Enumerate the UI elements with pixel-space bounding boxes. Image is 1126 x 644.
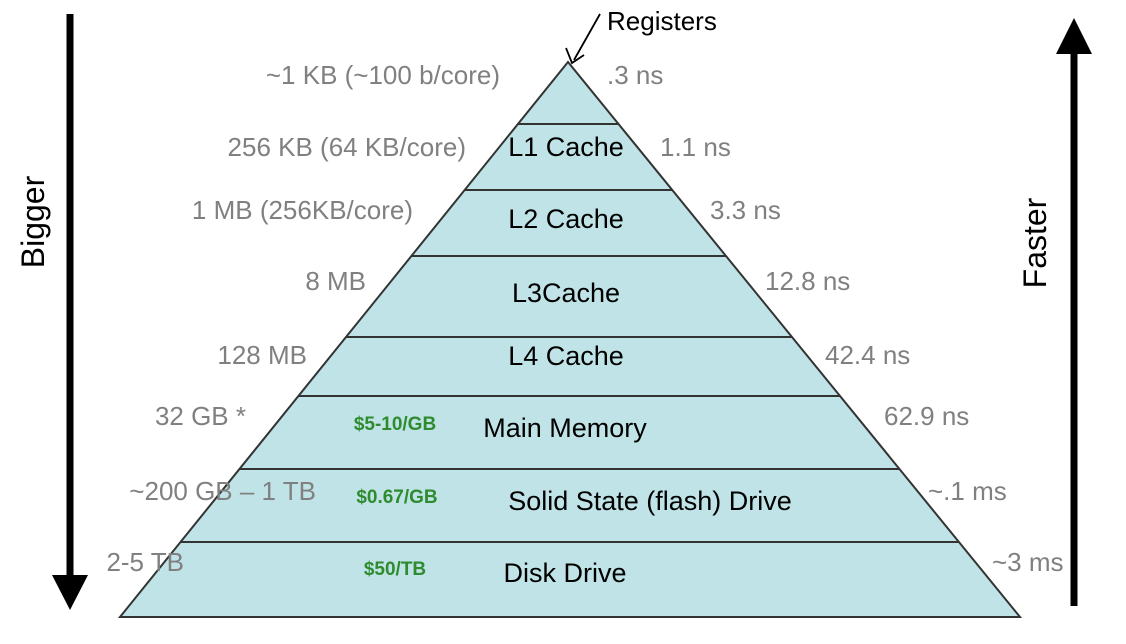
price-label: $50/TB [364,559,426,580]
level-name: Disk Drive [503,558,626,588]
latency-label: ~.1 ms [928,476,1007,506]
faster-label: Faster [1017,197,1053,288]
latency-label: 12.8 ns [765,266,850,296]
latency-label: 3.3 ns [710,195,781,225]
size-label: 2-5 TB [106,547,184,577]
price-labels: $5-10/GB $0.67/GB $50/TB [354,414,438,580]
level-name: Solid State (flash) Drive [508,486,792,516]
size-label: ~1 KB (~100 b/core) [266,60,500,90]
latency-label: .3 ns [607,60,663,90]
level-name: L2 Cache [508,204,624,234]
size-labels: ~1 KB (~100 b/core) 256 KB (64 KB/core) 1 … [106,60,500,577]
price-label: $5-10/GB [354,414,436,435]
pyramid [117,60,1023,618]
level-name: Main Memory [483,413,647,443]
size-label: 8 MB [305,266,366,296]
bigger-label: Bigger [15,175,51,268]
level-name: L1 Cache [508,132,624,162]
size-label: 32 GB * [155,401,246,431]
size-label: 256 KB (64 KB/core) [228,132,466,162]
registers-label: Registers [607,6,717,36]
latency-labels: .3 ns 1.1 ns 3.3 ns 12.8 ns 42.4 ns 62.9 ns ~.… [607,60,1064,577]
size-label: ~200 GB – 1 TB [129,476,316,506]
latency-label: 1.1 ns [660,132,731,162]
level-dividers [180,123,959,543]
latency-label: 62.9 ns [884,401,969,431]
registers-pointer [565,13,601,65]
latency-label: 42.4 ns [825,340,910,370]
faster-arrow [1056,18,1092,606]
latency-label: ~3 ms [992,547,1064,577]
level-name: L3Cache [512,278,620,308]
size-label: 1 MB (256KB/core) [192,195,413,225]
level-name: L4 Cache [508,341,624,371]
price-label: $0.67/GB [356,487,437,508]
size-label: 128 MB [217,340,307,370]
bigger-arrow [52,14,88,610]
